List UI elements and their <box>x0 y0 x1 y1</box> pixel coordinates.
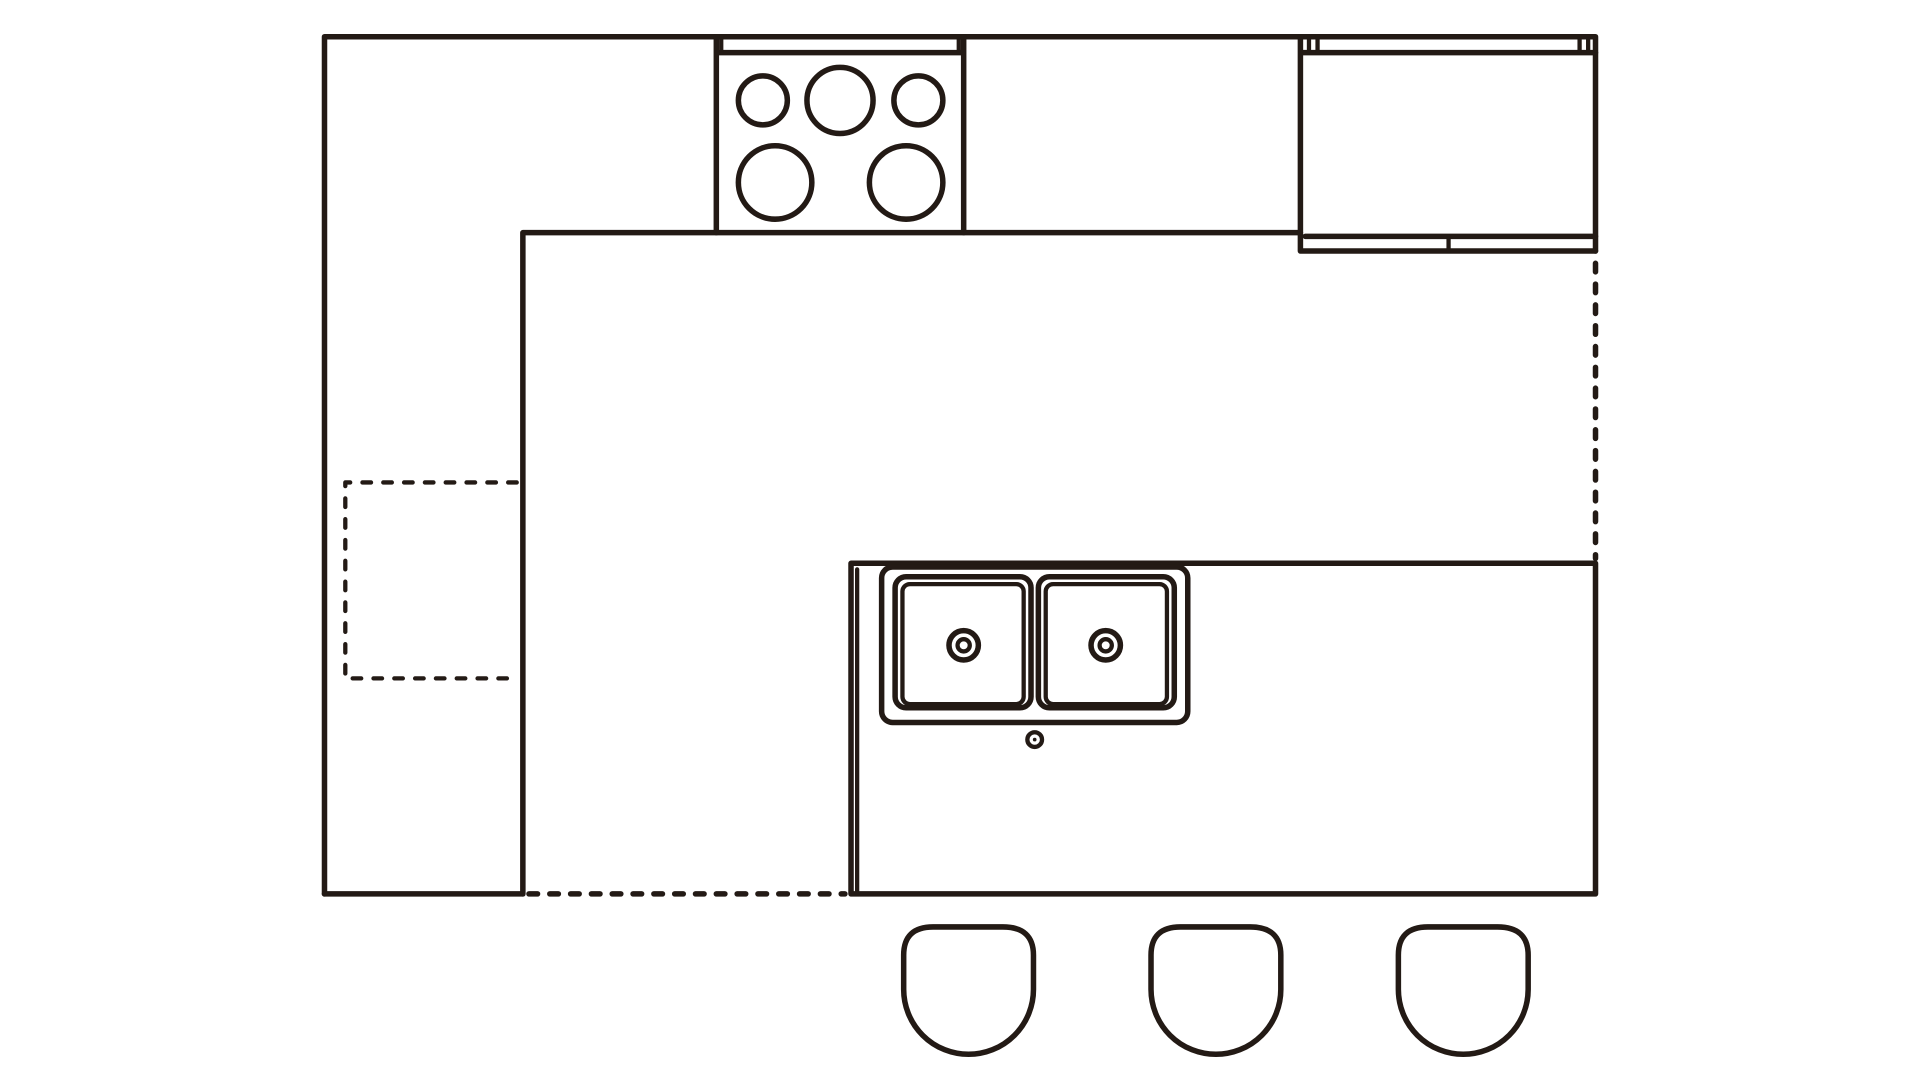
double-sink <box>878 564 1191 750</box>
counter-outer-edge <box>321 33 1599 897</box>
burner-icon <box>891 73 946 128</box>
burner-icon <box>866 142 946 222</box>
stove <box>713 33 967 236</box>
refrigerator <box>1297 33 1599 254</box>
faucet-icon <box>1025 730 1045 750</box>
burner-icon <box>735 142 815 222</box>
l-shaped-counter <box>321 33 1599 897</box>
stool-icon <box>1395 924 1531 1057</box>
stool-icon <box>900 924 1037 1057</box>
sink-basin <box>892 573 1034 711</box>
island <box>848 560 1599 897</box>
counter-inner-edge <box>520 229 1304 897</box>
dishwasher-outline <box>343 480 519 681</box>
bar-stools <box>900 924 1531 1057</box>
sink-basin <box>1035 573 1178 711</box>
stool-icon <box>1148 924 1284 1057</box>
drain-icon <box>1088 627 1124 663</box>
burner-icon <box>735 73 791 128</box>
drain-icon <box>946 627 982 663</box>
burner-icon <box>804 64 876 137</box>
